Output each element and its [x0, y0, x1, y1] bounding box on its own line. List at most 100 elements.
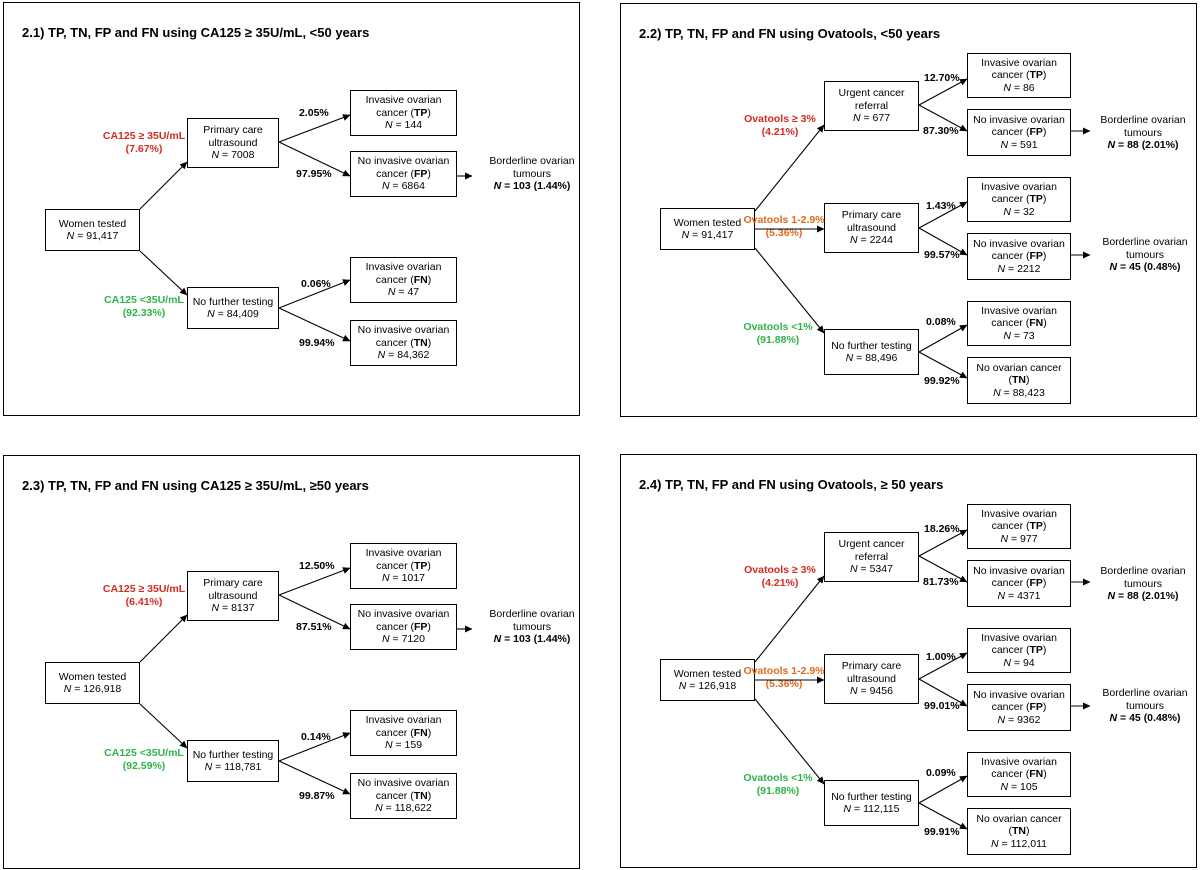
n-equals: =	[857, 685, 870, 698]
node-line2: cancer (FP)	[992, 577, 1047, 590]
panel-title: 2.2) TP, TN, FP and FN using Ovatools, <…	[639, 26, 941, 41]
n-equals: =	[385, 349, 398, 362]
outcome-code: FN	[413, 273, 428, 286]
node-label: Women tested	[673, 216, 742, 229]
n-symbol: N	[493, 180, 502, 192]
n-value: 2212	[1017, 262, 1041, 275]
pct-label-mid-fp: 99.57%	[924, 249, 960, 261]
n-symbol: N	[681, 229, 690, 241]
n-value: 677	[872, 112, 891, 125]
node-line1: Urgent cancer	[838, 538, 905, 551]
node-count: N = 91,417	[682, 229, 734, 242]
outcome-code: TN	[413, 789, 428, 802]
n-symbol: N	[66, 230, 75, 242]
branch-text: Ovatools <1%	[743, 321, 813, 333]
n-value: 5347	[869, 563, 893, 576]
n-value: 8137	[231, 602, 255, 615]
n-equals: =	[1010, 81, 1023, 94]
node-line2: cancer (FP)	[992, 701, 1047, 714]
branch-text: Ovatools ≥ 3%	[744, 564, 816, 576]
borderline-line2: tumours	[1126, 699, 1164, 712]
pct-label-mid-fp: 99.01%	[924, 700, 960, 712]
borderline-line1: Borderline ovarian	[1100, 114, 1186, 126]
node-line2: ultrasound	[847, 673, 896, 686]
n-symbol: N	[1003, 329, 1011, 342]
n-symbol: N	[382, 180, 390, 193]
branch-label-high: Ovatools ≥ 3%(4.21%)	[720, 564, 840, 589]
node-line2-text: ultrasound	[846, 672, 897, 685]
node-line2: (TN)	[1009, 825, 1030, 838]
n-value: 84,362	[397, 349, 430, 362]
node-line2: ultrasound	[208, 590, 257, 603]
branch-text: Ovatools 1-2.9%	[743, 214, 825, 226]
borderline-line2: tumours	[1124, 577, 1162, 590]
n-value: 6864	[401, 180, 425, 193]
node-count: N = 94	[1003, 657, 1034, 670]
n-symbol: N	[845, 352, 854, 364]
node-line2-text: referral	[854, 99, 889, 112]
panel-title: 2.1) TP, TN, FP and FN using CA125 ≥ 35U…	[22, 25, 370, 40]
branch-text: CA125 ≥ 35U/mL	[102, 130, 186, 142]
close-paren: )	[1043, 317, 1047, 330]
n-equals: =	[392, 119, 405, 132]
outcome-code: FP	[1029, 126, 1043, 139]
n-value: 84,409	[226, 308, 259, 320]
n-equals: =	[686, 680, 699, 692]
n-value: 1017	[401, 572, 425, 585]
borderline-n: 45 (0.48%)	[1129, 712, 1181, 724]
node-line1: No invasive ovarian	[973, 564, 1065, 577]
n-symbol: N	[850, 685, 858, 698]
n-value: 105	[1020, 780, 1038, 793]
n-symbol: N	[382, 572, 390, 585]
node-line2-text: cancer (	[991, 577, 1030, 590]
close-paren: )	[427, 273, 432, 286]
pct-label-tp: 2.05%	[299, 107, 329, 119]
n-value: 91,417	[86, 230, 119, 242]
node-line2: ultrasound	[847, 222, 896, 235]
n-equals: =	[219, 149, 232, 162]
node-line2: cancer (TP)	[376, 560, 431, 573]
node-line1: Invasive ovarian	[981, 180, 1057, 193]
outcome-code: TP	[1029, 644, 1043, 657]
outcome-code: FN	[1029, 317, 1044, 330]
node-count: N = 677	[853, 112, 890, 125]
close-paren: )	[1042, 644, 1047, 657]
close-paren: )	[1042, 126, 1047, 139]
node-line2-text: ultrasound	[208, 136, 258, 149]
outcome-code: FN	[413, 726, 428, 739]
pct-label-high-fp: 81.73%	[923, 576, 959, 588]
n-equals: =	[1117, 261, 1130, 273]
outcome-code: FP	[1029, 701, 1043, 714]
node-line2-text: cancer (	[376, 620, 414, 633]
n-value: 9362	[1017, 713, 1041, 726]
node-count: N = 126,918	[64, 683, 122, 696]
close-paren: )	[427, 167, 431, 180]
pct-label-mid-tp: 1.43%	[926, 200, 956, 212]
node-line2-text: cancer (	[375, 726, 414, 739]
borderline-n: 88 (2.01%)	[1127, 590, 1179, 602]
node-line1: Invasive ovarian	[981, 755, 1057, 768]
branch-label-low: Ovatools <1%(91.88%)	[718, 321, 838, 346]
node-line2-text: cancer (	[991, 193, 1030, 206]
n-equals: =	[1010, 205, 1023, 218]
node-line2: cancer (TP)	[376, 107, 431, 120]
n-equals: =	[1005, 713, 1018, 726]
n-symbol: N	[1000, 138, 1009, 151]
panel-title: 2.3) TP, TN, FP and FN using CA125 ≥ 35U…	[22, 478, 369, 493]
node-count: N = 5347	[850, 563, 893, 576]
node-line2-text: cancer (	[991, 69, 1030, 82]
n-symbol: N	[1107, 590, 1116, 602]
n-equals: =	[1117, 712, 1130, 724]
outcome-code: FN	[1029, 768, 1044, 781]
node-line2-text: cancer (	[991, 126, 1030, 139]
n-equals: =	[219, 602, 232, 615]
node-count: N = 88,496	[846, 352, 898, 365]
